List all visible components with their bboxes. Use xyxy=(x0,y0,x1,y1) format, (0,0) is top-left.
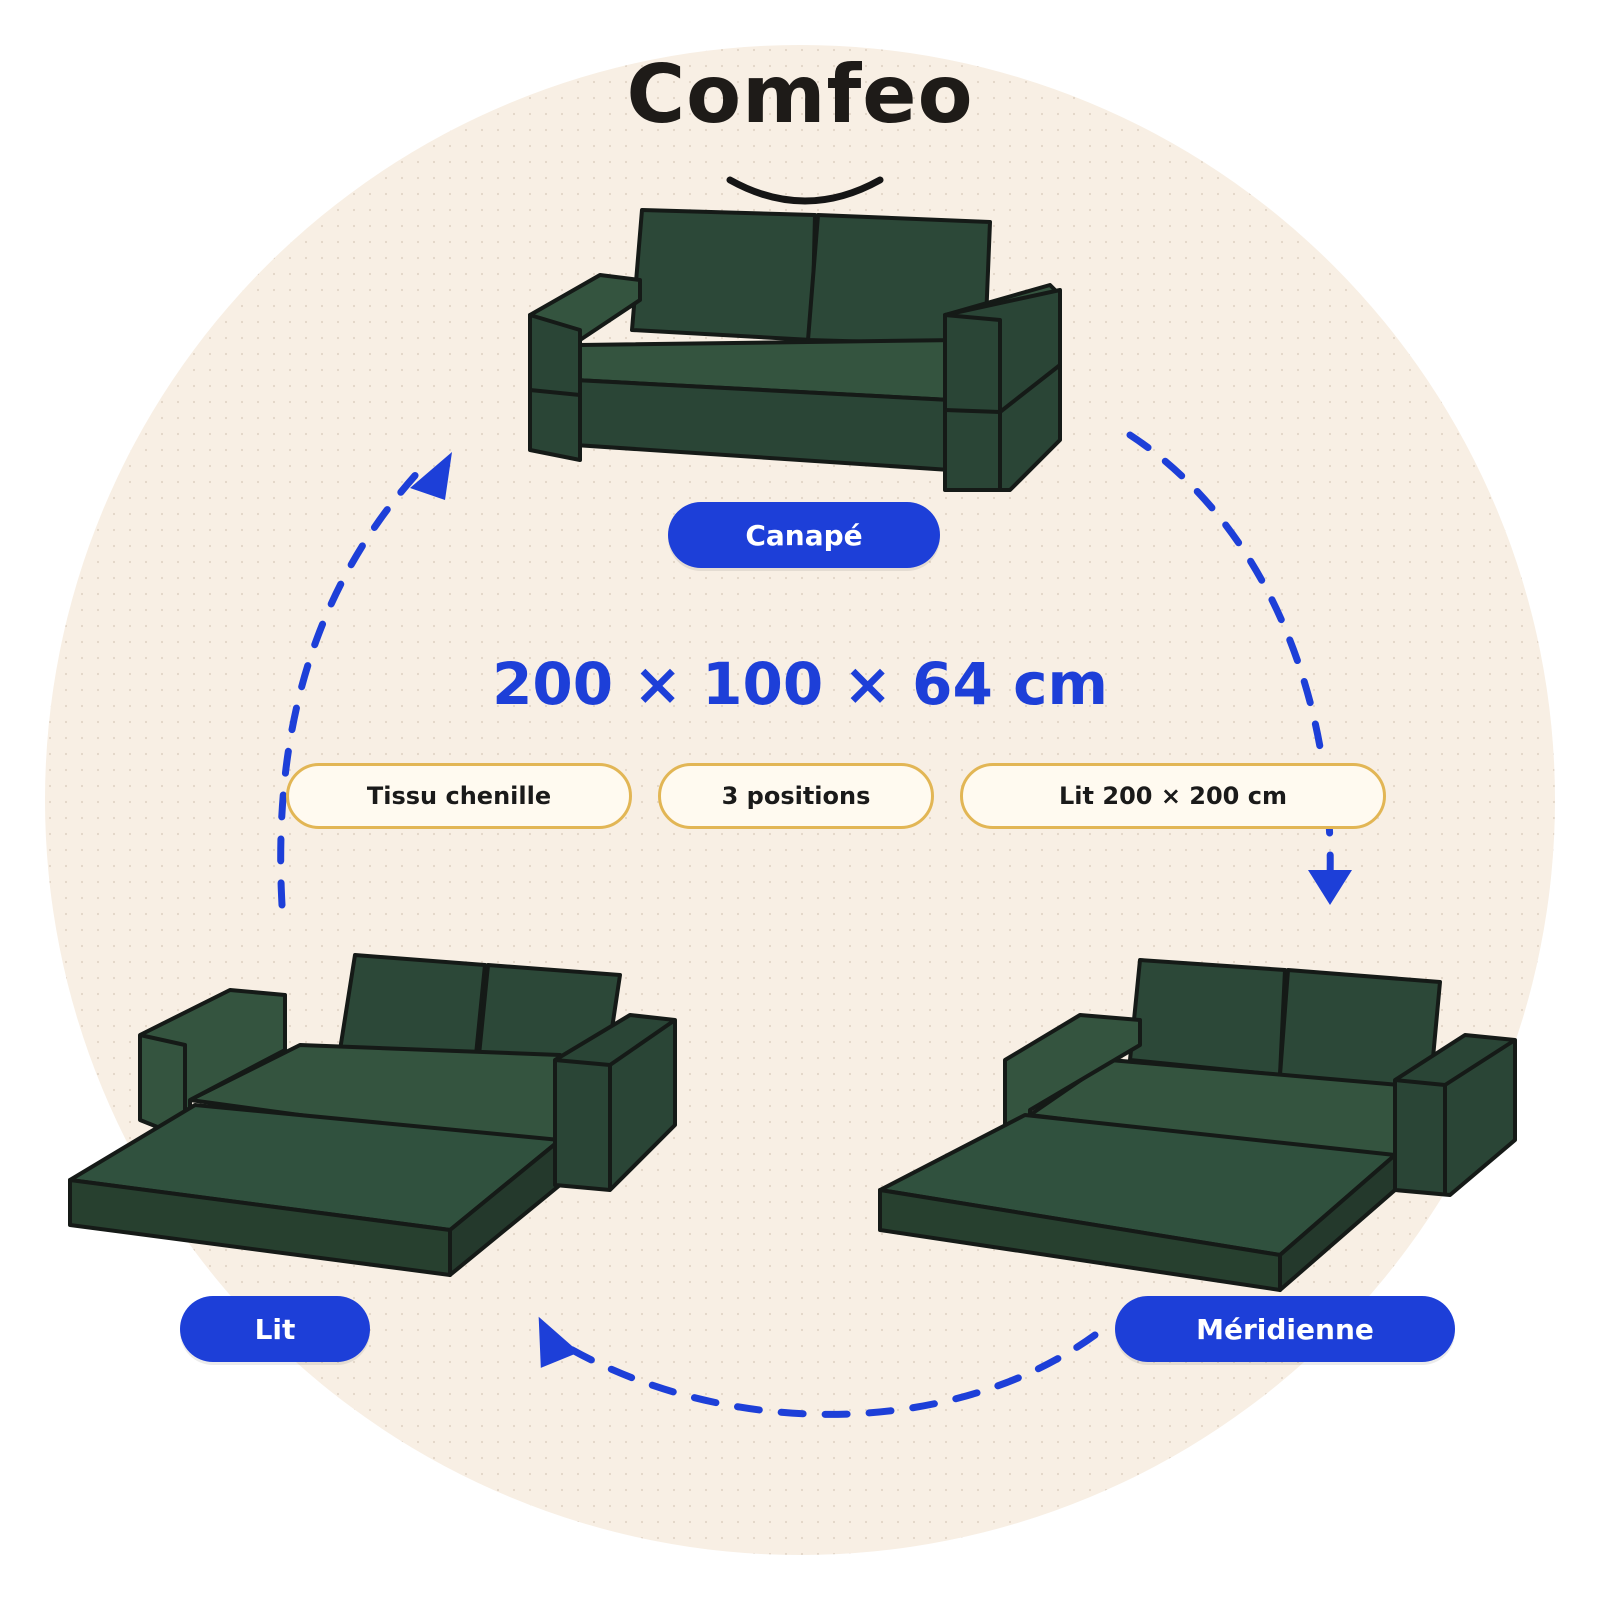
arrow-meridienne-to-lit xyxy=(551,1331,1099,1418)
mode-label-lit: Lit xyxy=(180,1296,370,1362)
smile-arc-icon xyxy=(726,176,884,205)
arrowhead-bottom xyxy=(538,1316,580,1368)
arrow-canape-to-meridienne xyxy=(1126,431,1334,884)
feature-tag-bed-size: Lit 200 × 200 cm xyxy=(960,763,1386,829)
feature-tag-positions: 3 positions xyxy=(658,763,934,829)
arrowhead-right xyxy=(1308,870,1352,905)
sofa-meridienne-illustration xyxy=(878,958,1517,1292)
mode-label-canape: Canapé xyxy=(668,502,940,568)
sofa-lit-illustration xyxy=(68,953,677,1277)
mode-label-meridienne: Méridienne xyxy=(1115,1296,1455,1362)
brand-title: Comfeo xyxy=(626,48,974,141)
arrowhead-left xyxy=(410,452,452,500)
feature-tag-fabric: Tissu chenille xyxy=(286,763,632,829)
arrow-lit-to-canape xyxy=(277,466,424,909)
dashed-cycle-arrow-icon xyxy=(277,431,1334,1418)
dimensions-text: 200 × 100 × 64 cm xyxy=(492,650,1108,718)
sofa-canape-illustration xyxy=(528,208,1062,492)
